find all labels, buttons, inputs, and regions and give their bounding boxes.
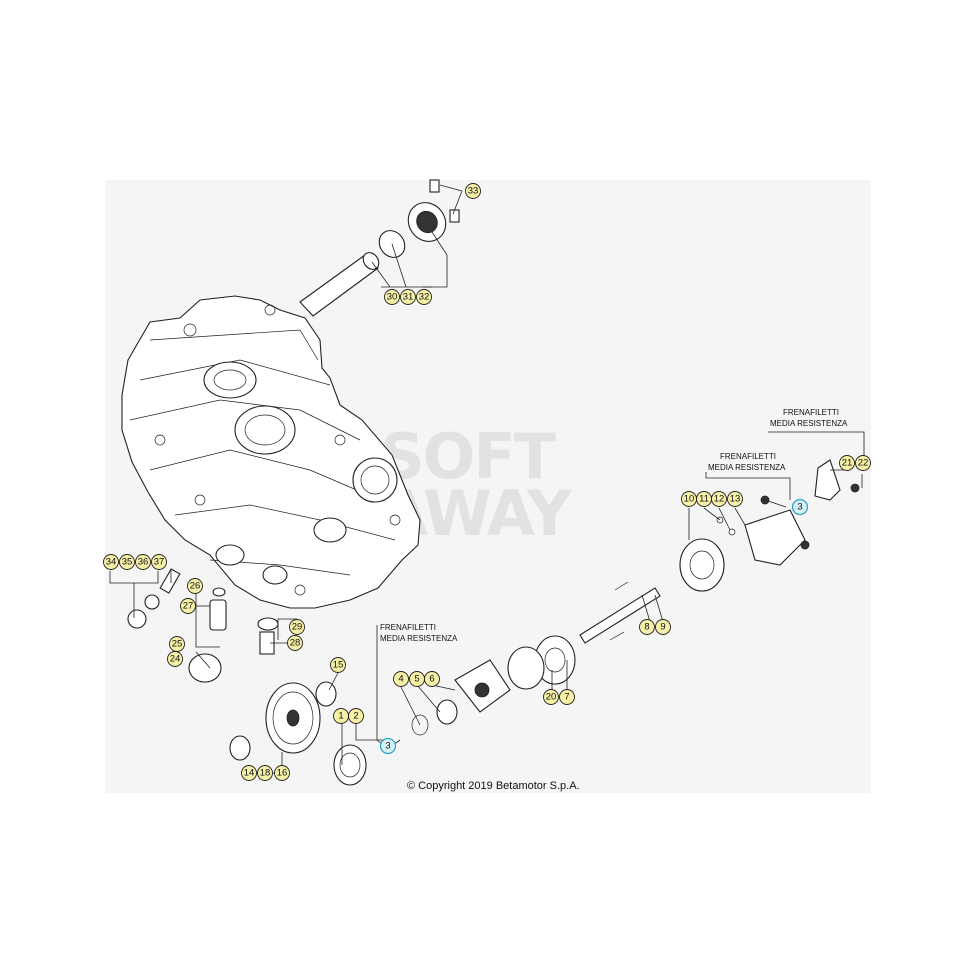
callout-14[interactable]: 14	[241, 765, 257, 781]
svg-text:1: 1	[338, 711, 343, 722]
callout-5[interactable]: 5	[409, 671, 425, 687]
callout-12[interactable]: 12	[711, 491, 727, 507]
oil-filter-assembly	[299, 179, 460, 317]
svg-text:13: 13	[730, 494, 741, 505]
callout-7[interactable]: 7	[559, 689, 575, 705]
svg-text:35: 35	[122, 557, 133, 568]
callout-16[interactable]: 16	[274, 765, 290, 781]
svg-text:3: 3	[385, 741, 390, 752]
callout-34[interactable]: 34	[103, 554, 119, 570]
svg-text:30: 30	[387, 292, 398, 303]
callout-6[interactable]: 6	[424, 671, 440, 687]
note-line2: MEDIA RESISTENZA	[708, 463, 786, 472]
svg-text:16: 16	[277, 768, 288, 779]
svg-text:6: 6	[429, 674, 434, 685]
svg-text:14: 14	[244, 768, 255, 779]
svg-text:22: 22	[858, 458, 869, 469]
callout-26[interactable]: 26	[187, 578, 203, 594]
threadlocker-note-right: FRENAFILETTI MEDIA RESISTENZA	[770, 408, 848, 428]
callout-10[interactable]: 10	[681, 491, 697, 507]
callout-24[interactable]: 24	[167, 651, 183, 667]
callout-15[interactable]: 15	[330, 657, 346, 673]
svg-text:25: 25	[172, 639, 183, 650]
svg-text:37: 37	[154, 557, 165, 568]
callout-11[interactable]: 11	[696, 491, 712, 507]
svg-text:28: 28	[290, 638, 301, 649]
svg-text:4: 4	[398, 674, 403, 685]
svg-text:21: 21	[842, 458, 853, 469]
callout-31[interactable]: 31	[400, 289, 416, 305]
callout-18[interactable]: 18	[257, 765, 273, 781]
callout-27[interactable]: 27	[180, 598, 196, 614]
threadlocker-note-middle: FRENAFILETTI MEDIA RESISTENZA	[708, 452, 786, 472]
callout-37[interactable]: 37	[151, 554, 167, 570]
svg-text:32: 32	[419, 292, 430, 303]
callout-22[interactable]: 22	[855, 455, 871, 471]
svg-text:2: 2	[353, 711, 358, 722]
callout-3-center[interactable]: 3	[379, 737, 397, 755]
note-line2: MEDIA RESISTENZA	[380, 634, 458, 643]
crankcase	[121, 295, 421, 609]
svg-text:36: 36	[138, 557, 149, 568]
note-line1: FRENAFILETTI	[783, 408, 839, 417]
svg-text:18: 18	[260, 768, 271, 779]
bypass-valve-parts	[127, 568, 279, 683]
callout-13[interactable]: 13	[727, 491, 743, 507]
callout-35[interactable]: 35	[119, 554, 135, 570]
callout-32[interactable]: 32	[416, 289, 432, 305]
svg-text:9: 9	[660, 622, 665, 633]
svg-text:3: 3	[797, 502, 802, 513]
svg-text:24: 24	[170, 654, 181, 665]
svg-text:5: 5	[414, 674, 419, 685]
note-line1: FRENAFILETTI	[720, 452, 776, 461]
callout-20[interactable]: 20	[543, 689, 559, 705]
svg-text:29: 29	[292, 622, 303, 633]
svg-text:10: 10	[684, 494, 695, 505]
callout-36[interactable]: 36	[135, 554, 151, 570]
callout-3-right[interactable]: 3	[791, 498, 809, 516]
callout-9[interactable]: 9	[655, 619, 671, 635]
note-line2: MEDIA RESISTENZA	[770, 419, 848, 428]
copyright-text: © Copyright 2019 Betamotor S.p.A.	[407, 780, 580, 792]
callout-4[interactable]: 4	[393, 671, 409, 687]
callout-25[interactable]: 25	[169, 636, 185, 652]
callout-30[interactable]: 30	[384, 289, 400, 305]
note-line1: FRENAFILETTI	[380, 623, 436, 632]
oil-pump-assembly	[454, 459, 860, 713]
callout-8[interactable]: 8	[639, 619, 655, 635]
svg-text:20: 20	[546, 692, 557, 703]
callout-1[interactable]: 1	[333, 708, 349, 724]
svg-text:27: 27	[183, 601, 194, 612]
svg-text:31: 31	[403, 292, 414, 303]
svg-text:15: 15	[333, 660, 344, 671]
svg-text:34: 34	[106, 557, 117, 568]
callout-21[interactable]: 21	[839, 455, 855, 471]
callout-28[interactable]: 28	[287, 635, 303, 651]
callout-33[interactable]: 33	[465, 183, 481, 199]
svg-text:8: 8	[644, 622, 649, 633]
svg-text:12: 12	[714, 494, 725, 505]
callout-2[interactable]: 2	[348, 708, 364, 724]
threadlocker-note-center: FRENAFILETTI MEDIA RESISTENZA	[380, 623, 458, 643]
svg-text:33: 33	[468, 186, 479, 197]
svg-text:26: 26	[190, 581, 201, 592]
svg-text:7: 7	[564, 692, 569, 703]
watermark-line1: SOFT	[380, 420, 556, 493]
svg-text:11: 11	[699, 494, 709, 505]
callout-29[interactable]: 29	[289, 619, 305, 635]
